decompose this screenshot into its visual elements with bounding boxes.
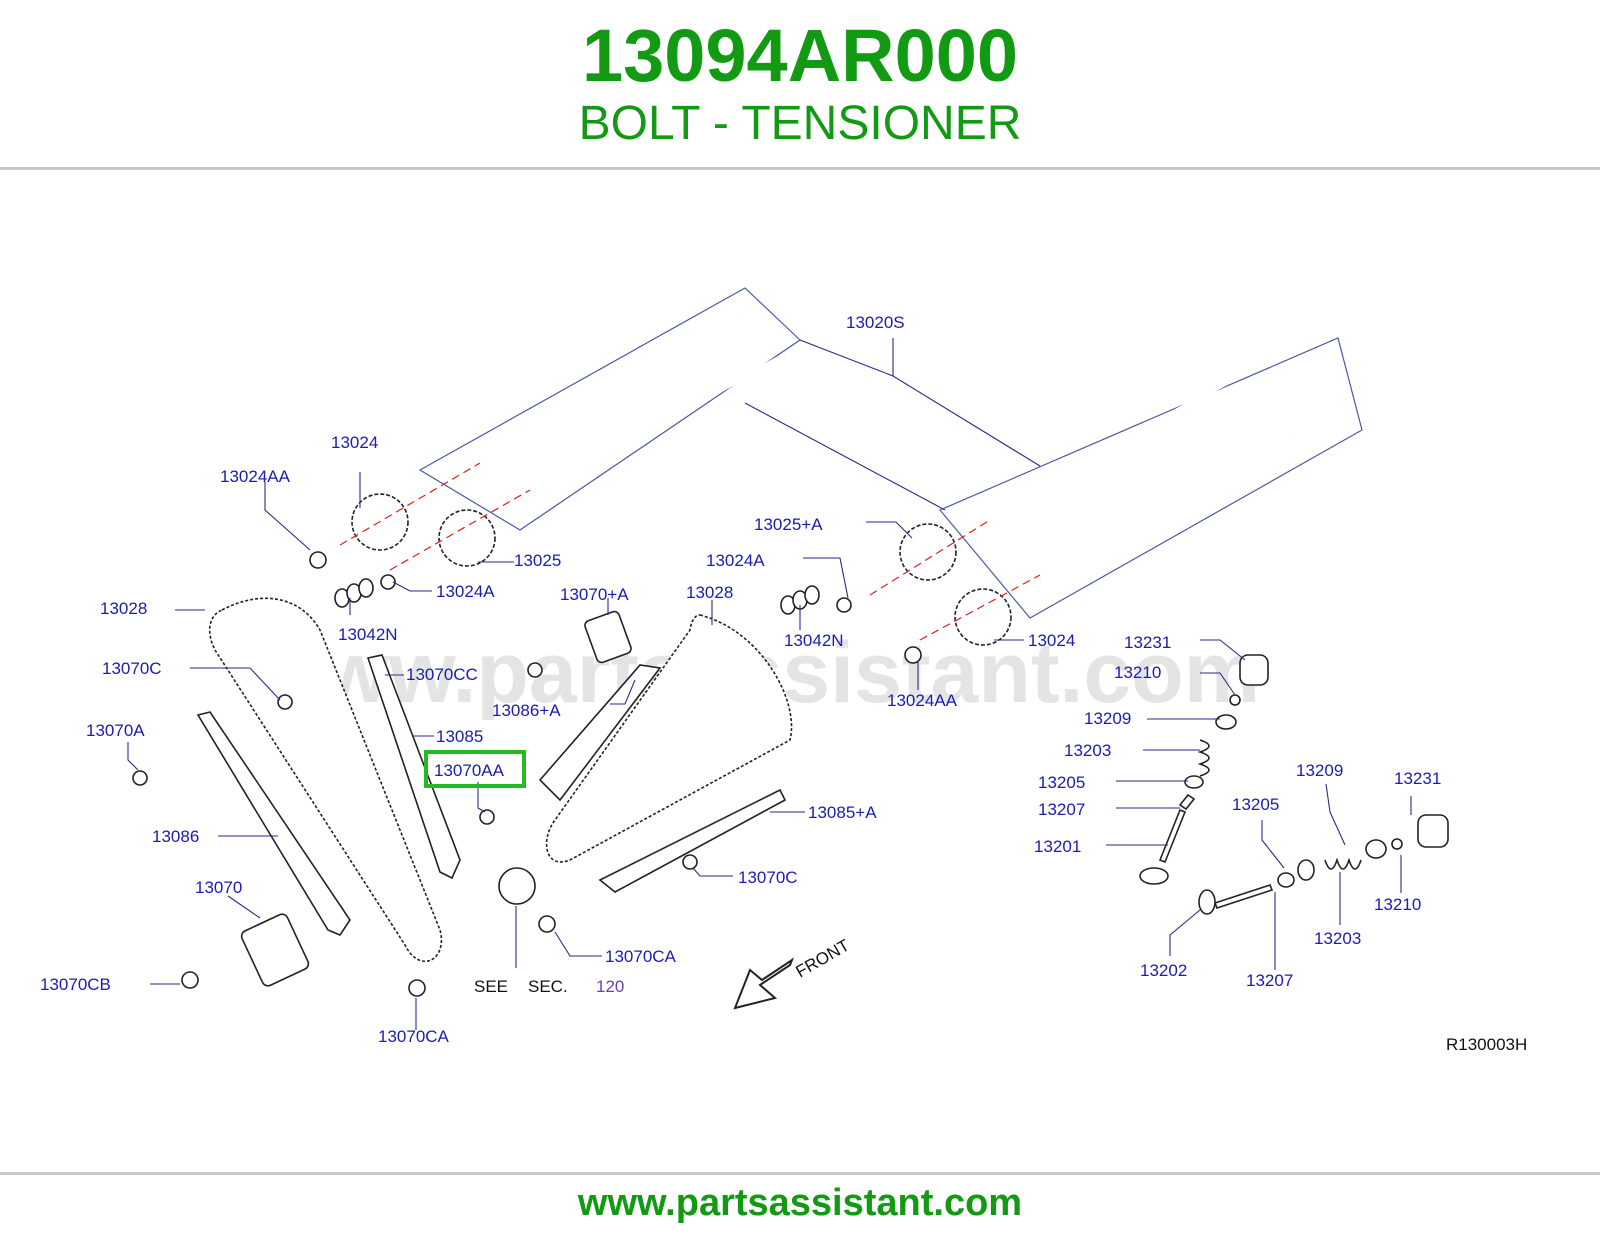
dash-line-3 [869,519,991,596]
dash-line-4 [919,574,1041,641]
label-front: FRONT [793,936,853,982]
label-13024A-left[interactable]: 13024A [436,582,495,601]
label-section-120[interactable]: 120 [596,977,624,996]
washers-13042N-right [780,585,820,615]
label-13207-left[interactable]: 13207 [1038,800,1085,819]
tensioner-guide-13085A [598,788,787,893]
label-13042N-left[interactable]: 13042N [338,625,398,644]
front-arrow-icon [733,957,795,1010]
label-13202[interactable]: 13202 [1140,961,1187,980]
label-13070CA-bottom[interactable]: 13070CA [378,1027,450,1046]
label-13024A-right[interactable]: 13024A [706,551,765,570]
camshaft-frame-left [418,287,801,531]
tensioner-13070 [240,913,310,987]
label-13070pA[interactable]: 13070+A [560,585,629,604]
label-13085[interactable]: 13085 [436,727,483,746]
camshaft-right-upper [983,369,1247,523]
label-13207-right[interactable]: 13207 [1246,971,1293,990]
label-13209-left[interactable]: 13209 [1084,709,1131,728]
label-13070CC[interactable]: 13070CC [406,665,478,684]
label-13025A[interactable]: 13025+A [754,515,823,534]
label-13028-right[interactable]: 13028 [686,583,733,602]
leader-13020S [744,338,1041,511]
sprocket-13024-right [954,588,1012,646]
dash-line-1 [339,462,481,546]
crank-sprocket [498,867,536,905]
label-13086A[interactable]: 13086+A [492,701,561,720]
label-13070C-right[interactable]: 13070C [738,868,798,887]
header: 13094AR000 BOLT - TENSIONER [0,0,1600,168]
label-13024AA-right[interactable]: 13024AA [887,691,958,710]
valve-train-upper [1139,654,1269,885]
footer-url[interactable]: www.partsassistant.com [577,1182,1023,1224]
diagram-reference: R130003H [1446,1035,1527,1054]
dash-line-2 [389,489,531,571]
label-13209-right[interactable]: 13209 [1296,761,1343,780]
sprocket-13025 [438,509,496,567]
washers-13042N-left [334,578,374,608]
label-13231-top[interactable]: 13231 [1124,633,1171,652]
label-13024-top[interactable]: 13024 [331,433,378,452]
label-13205-left[interactable]: 13205 [1038,773,1085,792]
valve-train-lower [1198,814,1449,915]
label-13210-right[interactable]: 13210 [1374,895,1421,914]
label-13201[interactable]: 13201 [1034,837,1081,856]
chain-guide-13086 [196,711,351,936]
label-13070[interactable]: 13070 [195,878,242,897]
parts-diagram: www.partsassistant.com [40,287,1527,1054]
label-13028-left[interactable]: 13028 [100,599,147,618]
label-sec: SEC. [528,977,568,996]
label-13210-top[interactable]: 13210 [1114,663,1161,682]
timing-chain-left [208,597,443,963]
label-13024AA-top[interactable]: 13024AA [220,467,291,486]
tensioner-13070A [584,610,632,664]
bolt-group [132,551,922,997]
part-name: BOLT - TENSIONER [578,97,1022,150]
sprocket-13025A [899,523,957,581]
tensioner-guide-13085 [366,654,461,880]
label-13070C-left[interactable]: 13070C [102,659,162,678]
highlight-box [424,750,526,788]
label-see: SEE [474,977,508,996]
label-13205-right[interactable]: 13205 [1232,795,1279,814]
camshaft-left-lower [520,352,787,501]
label-13024-right[interactable]: 13024 [1028,631,1075,650]
camshaft-frame-right [939,337,1363,619]
footer-divider [0,1172,1600,1175]
chain-guide-13086A [538,664,662,802]
timing-chain-right [545,614,793,863]
label-13203-right[interactable]: 13203 [1314,929,1361,948]
part-number: 13094AR000 [581,14,1019,97]
leader-lines [127,472,1412,1030]
label-13070CB[interactable]: 13070CB [40,975,111,994]
camshaft-right-lower [1038,433,1297,581]
label-13070CA-right[interactable]: 13070CA [605,947,677,966]
label-13020S[interactable]: 13020S [846,313,905,332]
camshaft-left-upper [468,315,742,471]
label-13042N-right[interactable]: 13042N [784,631,844,650]
label-13086[interactable]: 13086 [152,827,199,846]
header-divider [0,167,1600,170]
label-13203-left[interactable]: 13203 [1064,741,1111,760]
label-13085A[interactable]: 13085+A [808,803,877,822]
label-13070A[interactable]: 13070A [86,721,145,740]
label-13231-right[interactable]: 13231 [1394,769,1441,788]
label-13070AA[interactable]: 13070AA [434,761,505,780]
label-13025[interactable]: 13025 [514,551,561,570]
